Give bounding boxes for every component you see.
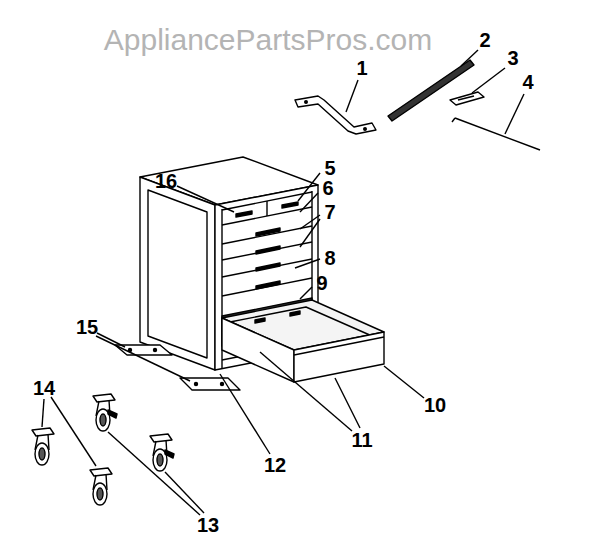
caster-plate xyxy=(90,468,112,476)
caster-hub xyxy=(97,488,103,500)
callout-number: 7 xyxy=(324,202,335,222)
leader-line xyxy=(461,50,478,66)
caster-plate xyxy=(32,428,54,436)
leader-line xyxy=(42,399,44,427)
leader-lines xyxy=(42,50,524,515)
leader-line xyxy=(346,80,358,112)
callout-number: 15 xyxy=(76,317,98,337)
drawer-handle xyxy=(236,211,252,217)
rod xyxy=(455,118,540,150)
callout-number: 11 xyxy=(351,430,372,450)
leader-line xyxy=(97,333,125,347)
rod-hook xyxy=(452,118,455,122)
leader-line xyxy=(300,287,312,299)
caster-hub xyxy=(157,454,163,466)
callout-number: 9 xyxy=(316,273,327,293)
drawer-line xyxy=(222,226,312,244)
callout-number: 10 xyxy=(424,395,446,415)
drawer-lip xyxy=(294,337,384,355)
leader-line xyxy=(220,374,270,454)
leader-line xyxy=(300,219,320,247)
leader-line xyxy=(260,352,352,431)
callout-number: 8 xyxy=(324,248,335,268)
locking-caster xyxy=(93,394,117,431)
leader-line xyxy=(295,259,320,268)
caster-plate xyxy=(150,434,172,442)
callout-number: 6 xyxy=(322,178,333,198)
drawer-handle xyxy=(256,263,280,271)
callout-number: 3 xyxy=(507,48,518,68)
leader-line xyxy=(335,378,360,428)
leader-line xyxy=(298,173,320,201)
locking-caster xyxy=(150,434,174,471)
callout-number: 12 xyxy=(264,455,286,475)
callout-number: 13 xyxy=(197,515,219,535)
drawer-handle xyxy=(256,281,280,289)
drawer-line xyxy=(222,242,312,260)
drawer-slide xyxy=(388,60,474,121)
leader-line xyxy=(472,68,505,93)
slide-plate xyxy=(450,92,484,105)
caster-wheel xyxy=(93,483,107,505)
leader-line xyxy=(108,432,200,515)
callout-number: 5 xyxy=(324,158,335,178)
caster xyxy=(32,428,54,465)
plate-hole xyxy=(195,383,198,386)
callout-number: 16 xyxy=(155,171,177,191)
caster-plate xyxy=(93,394,115,402)
bracket-hole xyxy=(364,128,367,131)
drawer-line xyxy=(222,259,312,277)
side-panel-inset xyxy=(148,190,207,358)
plate-slot xyxy=(458,96,474,100)
callout-number: 2 xyxy=(479,30,490,50)
leader-line xyxy=(177,186,234,212)
drawer-handle xyxy=(256,246,280,254)
leader-line xyxy=(165,472,204,513)
cabinet-side xyxy=(140,177,215,370)
drawer-handle xyxy=(256,228,280,236)
bracket-hole xyxy=(305,101,308,104)
drawer-divider xyxy=(266,201,267,216)
drawer-slot-hole xyxy=(255,318,265,323)
drawer-line xyxy=(222,278,312,296)
callout-number: 4 xyxy=(522,72,533,92)
leader-line xyxy=(300,193,318,212)
drawer-front xyxy=(294,332,384,382)
drawer-handle xyxy=(282,202,298,208)
caster xyxy=(90,468,112,505)
caster-hub xyxy=(39,448,45,460)
caster-lock xyxy=(108,410,117,418)
watermark: AppliancePartsPros.com xyxy=(104,25,432,55)
drawer-slot-hole xyxy=(290,311,300,316)
caster-lock xyxy=(165,450,174,458)
callout-number: 1 xyxy=(356,58,367,78)
leader-line xyxy=(505,94,524,134)
caster-hub xyxy=(100,414,106,426)
leader-line xyxy=(96,336,190,381)
callout-number: 14 xyxy=(33,378,55,398)
plate-hole xyxy=(154,349,157,352)
plate-hole xyxy=(221,383,224,386)
caster-wheel xyxy=(35,443,49,465)
leader-line xyxy=(384,366,424,398)
bracket xyxy=(295,96,376,134)
leader-line xyxy=(51,397,96,466)
